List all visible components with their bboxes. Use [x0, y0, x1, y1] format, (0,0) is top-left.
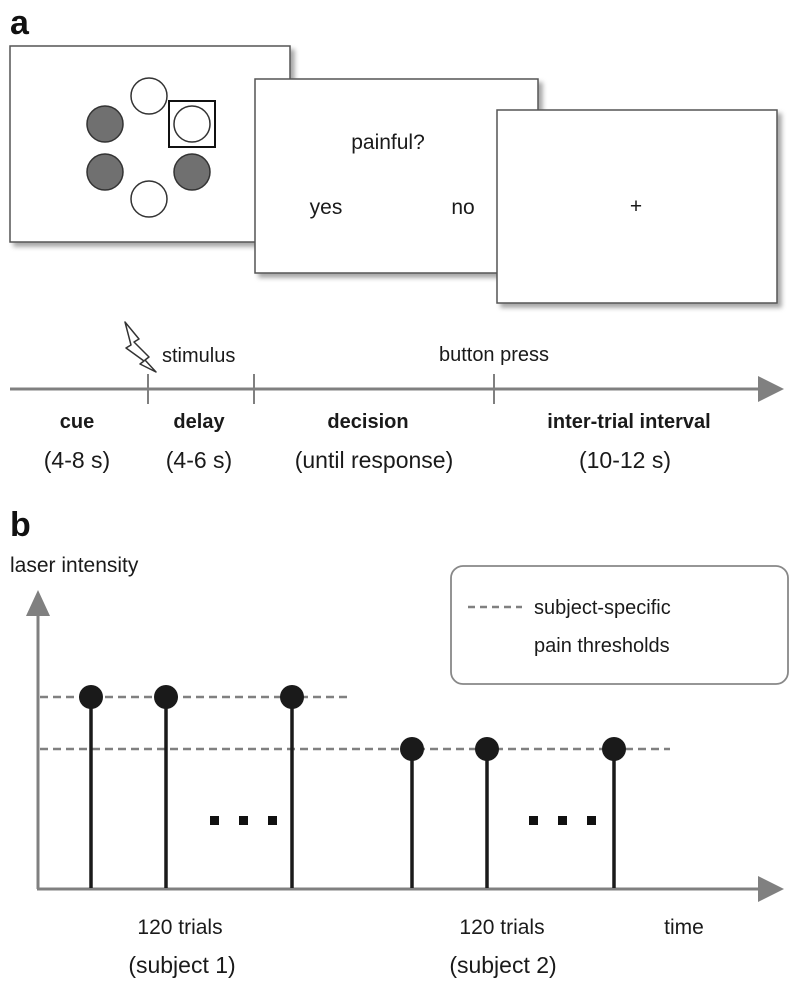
- phase-decision-duration: (until response): [295, 447, 454, 473]
- trial-stem-5: [475, 737, 499, 888]
- timeline-arrowhead: [758, 376, 784, 402]
- cue-circle-upper-right: [173, 105, 211, 143]
- decision-screen: painful? yes no: [254, 78, 539, 274]
- legend-line2: pain thresholds: [534, 635, 670, 657]
- y-axis-label: laser intensity: [10, 554, 139, 577]
- stem-head: [475, 737, 499, 761]
- stem-head: [602, 737, 626, 761]
- group-2-count: 120 trials: [459, 916, 544, 939]
- cue-circle-bottom: [130, 180, 168, 218]
- phase-cue-duration: (4-8 s): [44, 447, 110, 473]
- ellipsis-dot: [239, 816, 248, 825]
- legend-line1: subject-specific: [534, 597, 671, 619]
- trial-stem-2: [154, 685, 178, 888]
- cue-circle-top: [130, 77, 168, 115]
- panel-b-letter: b: [10, 506, 31, 544]
- panel-a-letter: a: [10, 4, 30, 42]
- phase-delay-name: delay: [173, 411, 225, 433]
- ellipsis-dot: [268, 816, 277, 825]
- iti-screen: +: [496, 109, 778, 304]
- group-1-subject: (subject 1): [128, 952, 235, 978]
- group-2-subject: (subject 2): [449, 952, 556, 978]
- ellipsis-dot: [587, 816, 596, 825]
- phase-delay-duration: (4-6 s): [166, 447, 232, 473]
- stem-head: [154, 685, 178, 709]
- fixation-cross: +: [630, 195, 642, 218]
- stem-head: [79, 685, 103, 709]
- trial-timeline: stimulus button press cue (4-8 s) delay …: [10, 321, 784, 473]
- y-axis-arrowhead: [26, 590, 50, 616]
- x-axis-label: time: [664, 916, 704, 939]
- cue-circle-upper-left: [86, 105, 124, 143]
- decision-question: painful?: [351, 131, 425, 154]
- trial-stem-6: [602, 737, 626, 888]
- iti-screen-frame: [496, 109, 778, 304]
- trial-stem-1: [79, 685, 103, 888]
- ellipsis-subject-2: [529, 816, 596, 825]
- stem-head: [400, 737, 424, 761]
- cue-circle-lower-left: [86, 153, 124, 191]
- button-press-label: button press: [439, 344, 549, 366]
- phase-decision-name: decision: [327, 411, 408, 433]
- trial-stem-3: [280, 685, 304, 888]
- x-axis-arrowhead: [758, 876, 784, 902]
- panel-b: b laser intensity subject-specific pain …: [10, 506, 789, 978]
- decision-screen-frame: [254, 78, 539, 274]
- trial-stem-4: [400, 737, 424, 888]
- yes-option: yes: [310, 196, 343, 219]
- cue-target-box: [168, 100, 216, 148]
- legend: subject-specific pain thresholds: [450, 565, 789, 685]
- legend-box: [450, 565, 789, 685]
- group-1-count: 120 trials: [137, 916, 222, 939]
- phase-cue-name: cue: [60, 411, 94, 433]
- cue-circle-lower-right: [173, 153, 211, 191]
- ellipsis-dot: [529, 816, 538, 825]
- stimulus-label: stimulus: [162, 345, 235, 367]
- lightning-bolt-icon: [124, 321, 157, 373]
- stem-head: [280, 685, 304, 709]
- phase-iti-name: inter-trial interval: [547, 411, 710, 433]
- ellipsis-dot: [210, 816, 219, 825]
- cue-screen: [9, 45, 291, 243]
- no-option: no: [451, 196, 474, 219]
- phase-iti-duration: (10-12 s): [579, 447, 671, 473]
- panel-a: a painful? yes no +: [9, 4, 784, 473]
- ellipsis-subject-1: [210, 816, 277, 825]
- ellipsis-dot: [558, 816, 567, 825]
